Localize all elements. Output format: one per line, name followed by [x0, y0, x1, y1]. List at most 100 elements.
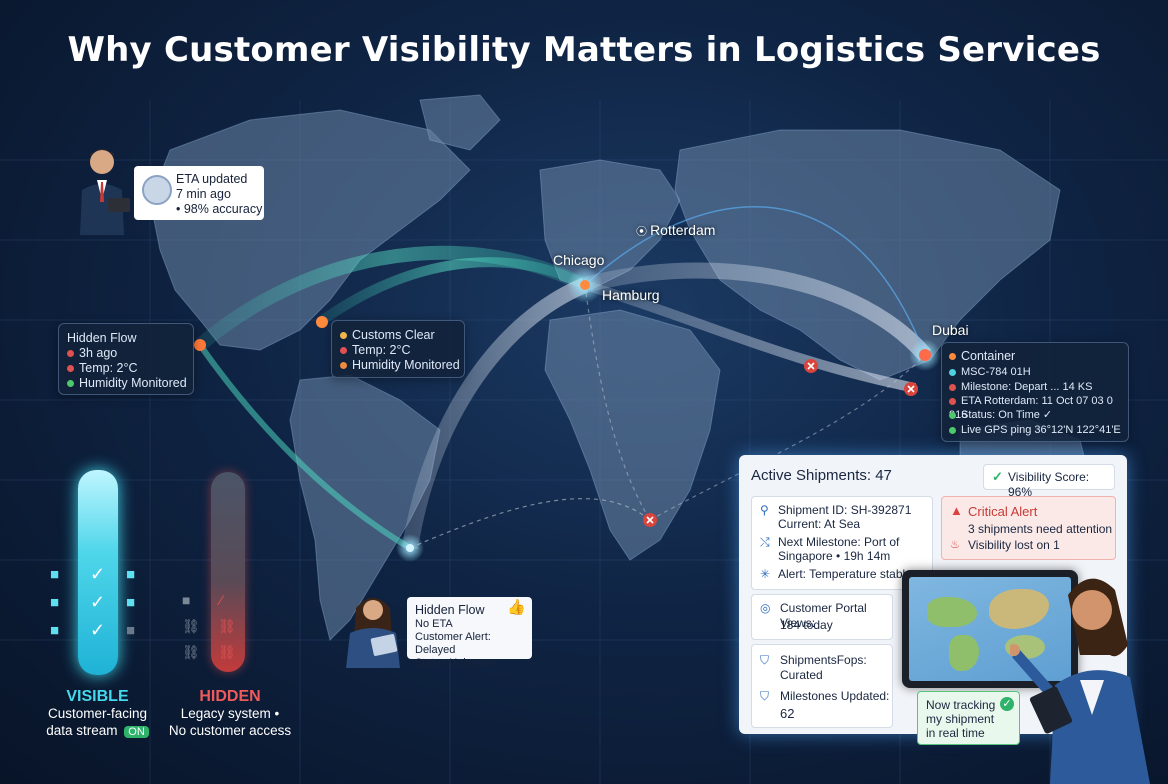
person-icon: ⚲ [760, 503, 769, 517]
visible-legend: VISIBLE Customer-facing data stream ON [30, 688, 165, 741]
status-dot [949, 426, 956, 434]
south-america-shape [289, 374, 441, 641]
status-dot [67, 365, 74, 373]
status-dot [67, 350, 74, 358]
avatar [142, 175, 172, 205]
map-land [949, 635, 979, 671]
video-icon: ■ [126, 622, 136, 639]
hidden-flow-card-left[interactable]: Hidden Flow 3h ago Temp: 2°C Humidity Mo… [58, 323, 194, 395]
container-card[interactable]: Container MSC-784 01H Milestone: Depart … [941, 342, 1129, 442]
next-milestone-line1: Next Milestone: Port of [778, 535, 900, 549]
hub-node-chicago[interactable] [580, 280, 590, 290]
europe-shape [539, 159, 681, 291]
check-icon: ✓ [1000, 697, 1014, 711]
tracking-bubble: Now tracking my shipment in real time ✓ [917, 691, 1020, 745]
flame-icon: ♨ [950, 539, 960, 551]
hidden-flow-card-bottom[interactable]: Hidden Flow 👍 No ETA Customer Alert: Del… [407, 597, 532, 669]
critical-alert-line2: Visibility lost on 1 [968, 538, 1060, 552]
critical-alert-title: Critical Alert [968, 504, 1038, 519]
city-label-rotterdam: ⦿ Rotterdam [636, 222, 715, 239]
container-item: Milestone: Depart ... 14 KS [961, 381, 1093, 393]
hidden-data-tube [211, 472, 245, 672]
customs-item: Temp: 2°C [352, 343, 411, 357]
status-dot [340, 332, 347, 340]
container-item: Live GPS ping 36°12'N 122°41'E [961, 424, 1121, 436]
warning-icon: ▲ [950, 503, 963, 518]
check-icon: ✓ [90, 592, 106, 612]
visibility-score: Visibility Score: 96% [1008, 470, 1090, 499]
visible-icons: ■ ■ ■ ✓ ✓ ✓ ■ ■ ■ [50, 564, 170, 642]
hidden-flow-bottom-item: No ETA [415, 618, 453, 630]
hidden-flow-bottom-title: Hidden Flow [415, 603, 485, 617]
broken-chain-icon: ⛓ [182, 644, 200, 660]
status-dot [949, 411, 956, 419]
eta-card-line3: • 98% accuracy [176, 202, 263, 216]
north-america-shape [149, 109, 471, 351]
broken-chain-icon: ⛓ [218, 618, 236, 634]
customs-item: Humidity Monitored [352, 358, 460, 372]
map-land [927, 597, 977, 627]
eye-icon: ◎ [760, 601, 771, 615]
eta-card: ETA updated 7 min ago • 98% accuracy [134, 166, 264, 220]
eta-card-line2: 7 min ago [176, 187, 231, 201]
status-dot [949, 368, 956, 376]
page-title: Why Customer Visibility Matters in Logis… [67, 30, 1101, 70]
container-item: Status: On Time ✓ [961, 409, 1053, 421]
hidden-title: HIDDEN [199, 688, 261, 705]
eta-card-line1: ETA updated [176, 172, 248, 186]
city-label-dubai: Dubai [932, 322, 969, 338]
hub-node-east[interactable] [316, 316, 328, 328]
city-label-chicago: Chicago [553, 252, 605, 268]
greenland-shape [419, 94, 501, 151]
critical-alert-line1: 3 shipments need attention [968, 522, 1113, 536]
status-dot [67, 380, 74, 388]
hidden-legend: HIDDEN Legacy system • No customer acces… [160, 688, 300, 739]
status-dot [949, 383, 956, 391]
container-title: Container [961, 349, 1016, 363]
city-label-hamburg: Hamburg [602, 287, 660, 303]
portal-views-card[interactable]: ◎ Customer Portal Views: 184 today [751, 594, 893, 640]
visible-title: VISIBLE [66, 688, 129, 705]
visible-data-tube [78, 470, 118, 675]
shipments-summary-card[interactable]: ⛉ ShipmentsFops: Curated ⛉ Milestones Up… [751, 644, 893, 728]
video-icon: ■ [50, 622, 60, 639]
city-name: Rotterdam [650, 222, 716, 238]
shipments-value: Curated [780, 668, 823, 682]
hidden-line2: No customer access [168, 723, 292, 738]
check-icon: ✓ [90, 620, 106, 640]
tablet-map-screen[interactable] [909, 577, 1071, 681]
customs-card[interactable]: Customs Clear Temp: 2°C Humidity Monitor… [331, 320, 465, 378]
next-milestone-line2: Singapore • 19h 14m [778, 549, 891, 563]
hub-node-west[interactable] [194, 339, 206, 351]
temperature-alert: Alert: Temperature stable [778, 567, 912, 581]
video-off-icon: ■ [182, 592, 191, 608]
shipments-label: ShipmentsFops: [780, 653, 867, 667]
businesswoman-figure [1010, 578, 1150, 784]
milestones-value: 62 [780, 706, 795, 721]
hidden-flow-item: 3h ago [79, 346, 118, 360]
hidden-flow-title: Hidden Flow [67, 331, 137, 345]
broken-link-icon [804, 359, 818, 373]
check-icon: ✓ [992, 469, 1003, 484]
tablet-device [902, 570, 1078, 688]
hidden-icons: ■ ⛓ ⛓ ⁄ ⛓ ⛓ [180, 592, 250, 672]
video-icon: ■ [126, 594, 136, 611]
critical-alert-card[interactable]: ▲ Critical Alert 3 shipments need attent… [941, 496, 1116, 560]
customs-item: Customs Clear [352, 328, 435, 342]
businessman-figure [80, 149, 130, 235]
check-icon: ✓ [90, 564, 106, 584]
thumbs-up-icon: 👍 [507, 599, 526, 616]
hub-node-dubai[interactable] [919, 349, 931, 361]
route-icon: ⤭ [760, 535, 770, 549]
visible-line2: data stream [46, 723, 118, 738]
shield-icon: ⛉ [760, 653, 770, 667]
hidden-flow-bottom-item: Status Unknown [415, 657, 496, 669]
tracking-line2: my shipment [926, 712, 995, 726]
hub-node-south[interactable] [406, 544, 414, 552]
slash-icon: ⁄ [220, 592, 223, 608]
active-shipments-count: Active Shipments: 47 [751, 467, 892, 484]
hidden-line1: Legacy system • [180, 706, 280, 721]
africa-shape [544, 309, 721, 561]
visible-line1: Customer-facing [47, 706, 148, 721]
route-lines [195, 206, 932, 551]
